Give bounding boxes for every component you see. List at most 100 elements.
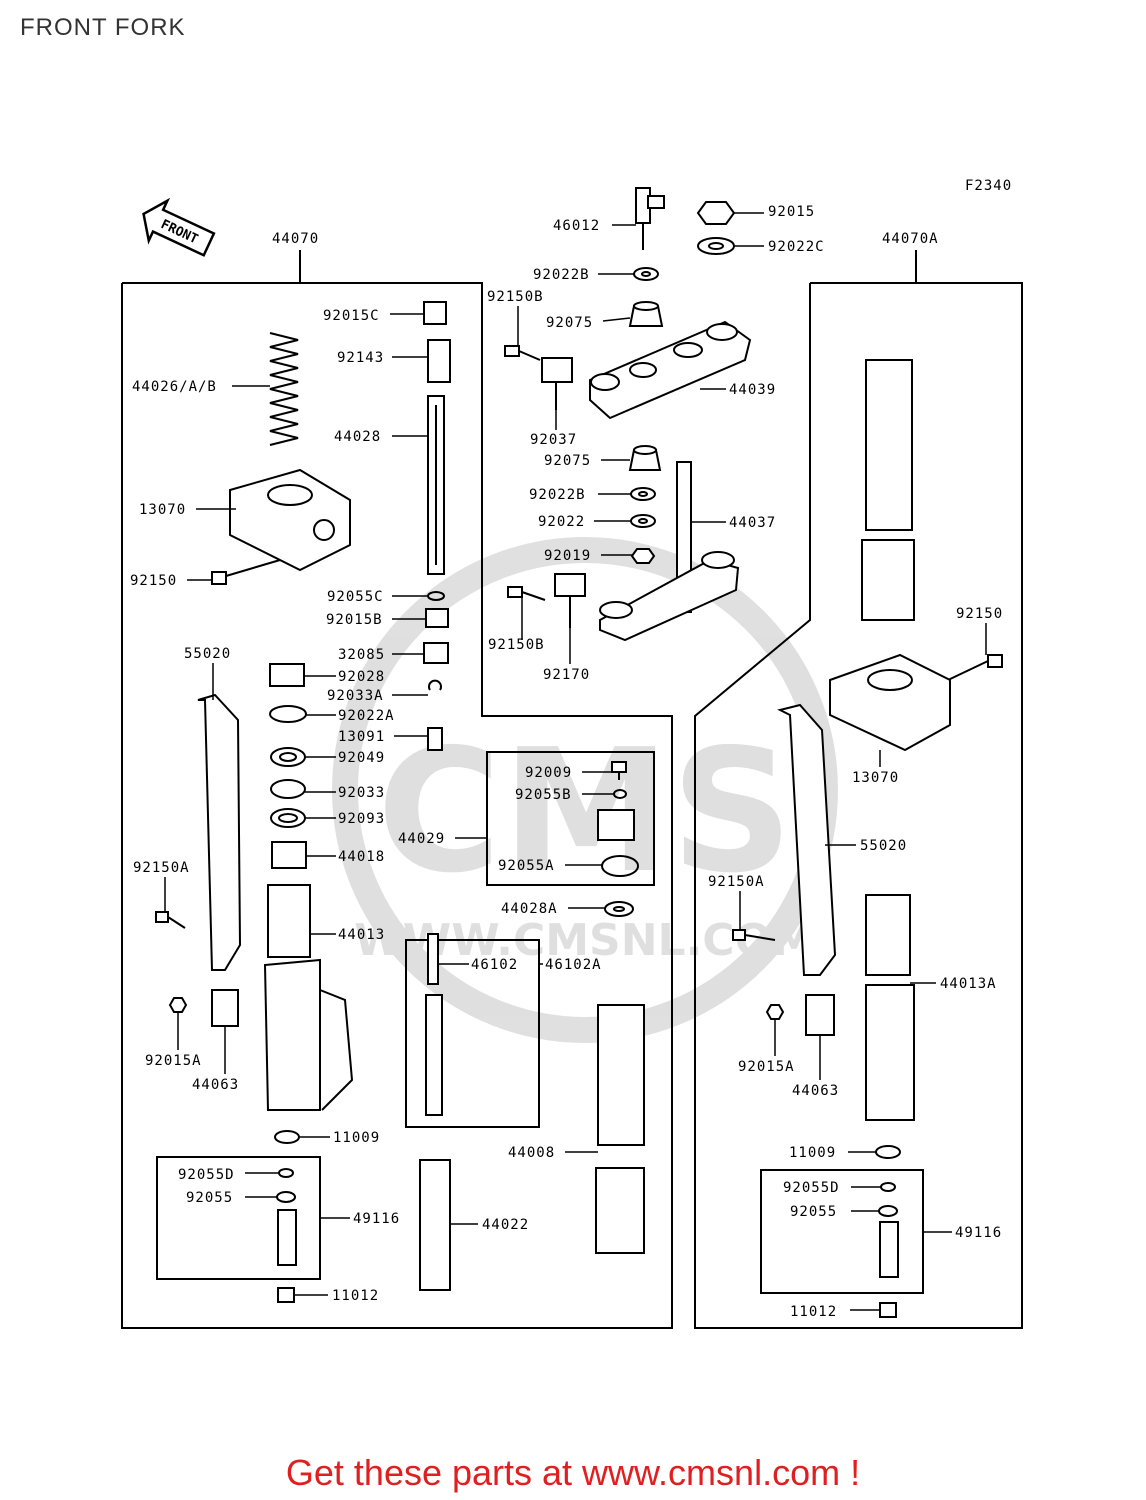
part-44063-cap-right [805, 994, 835, 1036]
part-label-44037[interactable]: 44037 [729, 515, 776, 531]
part-label-92150A_r[interactable]: 92150A [708, 874, 765, 890]
part-13070-clamp-left [229, 468, 351, 572]
part-outer-tube-left [263, 958, 354, 1111]
part-92022-washer [630, 514, 656, 528]
part-label-55020_l[interactable]: 55020 [184, 646, 231, 662]
part-44013-inner-tube [267, 884, 311, 958]
part-44018-bushing [271, 841, 307, 869]
part-label-11012_l[interactable]: 11012 [332, 1288, 379, 1304]
part-label-11009_l[interactable]: 11009 [333, 1130, 380, 1146]
part-label-92015C[interactable]: 92015C [323, 308, 380, 324]
leader-lines [164, 212, 987, 1311]
part-label-13091[interactable]: 13091 [338, 729, 385, 745]
part-label-92022B_mid[interactable]: 92022B [529, 487, 586, 503]
part-label-55020_r[interactable]: 55020 [860, 838, 907, 854]
watermark-brand: CMS [377, 713, 793, 911]
part-label-92033[interactable]: 92033 [338, 785, 385, 801]
part-fork-tube-right [861, 359, 915, 621]
part-label-11009_r[interactable]: 11009 [789, 1145, 836, 1161]
part-label-92028[interactable]: 92028 [338, 669, 385, 685]
parts-drawings [155, 187, 1003, 1318]
part-92150B-bolt-top [504, 345, 541, 361]
part-92028-bushing [269, 663, 305, 687]
part-label-46012[interactable]: 46012 [553, 218, 600, 234]
part-label-92037[interactable]: 92037 [530, 432, 577, 448]
part-label-92015A_r[interactable]: 92015A [738, 1059, 795, 1075]
part-label-92150B_mid[interactable]: 92150B [488, 637, 545, 653]
part-46012-bolt [635, 187, 665, 250]
part-label-92015[interactable]: 92015 [768, 204, 815, 220]
exploded-parts-diagram: CMS WWW.CMSNL.COM F2340 FRONT [121, 178, 1023, 1329]
part-label-92075_mid[interactable]: 92075 [544, 453, 591, 469]
group-label-left-fork: 44070 [272, 231, 319, 247]
part-label-92055B[interactable]: 92055B [515, 787, 572, 803]
part-label-92093[interactable]: 92093 [338, 811, 385, 827]
part-92015-nut [696, 201, 736, 225]
part-label-92170[interactable]: 92170 [543, 667, 590, 683]
part-label-44039[interactable]: 44039 [729, 382, 776, 398]
part-label-92055C[interactable]: 92055C [327, 589, 384, 605]
part-label-44026[interactable]: 44026/A/B [132, 379, 217, 395]
part-label-92022B_top[interactable]: 92022B [533, 267, 590, 283]
part-32085-collar [423, 642, 449, 664]
part-label-92150_r[interactable]: 92150 [956, 606, 1003, 622]
part-92150B-bolt-mid [507, 586, 546, 601]
part-label-13070_l[interactable]: 13070 [139, 502, 186, 518]
part-label-92055A[interactable]: 92055A [498, 858, 555, 874]
leader-line-92075_top [602, 317, 631, 322]
part-92019-nut [630, 548, 656, 564]
part-label-92015A_l[interactable]: 92015A [145, 1053, 202, 1069]
part-label-92075_top[interactable]: 92075 [546, 315, 593, 331]
part-label-92015B[interactable]: 92015B [326, 612, 383, 628]
part-label-92055_l[interactable]: 92055 [186, 1190, 233, 1206]
part-label-92143[interactable]: 92143 [337, 350, 384, 366]
part-label-44063_l[interactable]: 44063 [192, 1077, 239, 1093]
part-label-44018[interactable]: 44018 [338, 849, 385, 865]
part-label-92033A[interactable]: 92033A [327, 688, 384, 704]
group-label-damper-rod: 46102A [545, 957, 602, 973]
part-92075-rubber-mid [628, 445, 662, 471]
part-label-11012_r[interactable]: 11012 [790, 1304, 837, 1320]
part-92022B-washer-mid [630, 487, 656, 501]
part-label-92022[interactable]: 92022 [538, 514, 585, 530]
footer-link[interactable]: Get these parts at www.cmsnl.com ! [285, 1452, 861, 1493]
part-11009-washer-right [875, 1145, 901, 1159]
part-92055-oring-right [878, 1205, 898, 1217]
part-label-44022[interactable]: 44022 [482, 1217, 529, 1233]
part-92033A-clip [428, 679, 442, 691]
part-label-44013A[interactable]: 44013A [940, 976, 997, 992]
part-92150A-bolt-left [155, 911, 186, 929]
part-label-92150A_l[interactable]: 92150A [133, 860, 190, 876]
part-label-92055D_l[interactable]: 92055D [178, 1167, 235, 1183]
page-title: FRONT FORK [20, 14, 186, 41]
part-label-92055D_r[interactable]: 92055D [783, 1180, 840, 1196]
part-92150-bolt-left [211, 559, 281, 585]
part-label-44028[interactable]: 44028 [334, 429, 381, 445]
part-label-32085[interactable]: 32085 [338, 647, 385, 663]
part-label-13070_r[interactable]: 13070 [852, 770, 899, 786]
part-label-46102[interactable]: 46102 [471, 957, 518, 973]
part-92055D-oring-right [880, 1182, 896, 1192]
part-44037-stem-lower-clamp [599, 461, 740, 642]
part-label-92055_r[interactable]: 92055 [790, 1204, 837, 1220]
part-92015A-nut-right [765, 1004, 785, 1020]
part-11012-nut-right [879, 1302, 897, 1318]
part-label-44013[interactable]: 44013 [338, 927, 385, 943]
part-label-92150B_top[interactable]: 92150B [487, 289, 544, 305]
part-13091-plug [427, 727, 443, 751]
part-92015C-nut [423, 301, 447, 325]
part-label-92022C[interactable]: 92022C [768, 239, 825, 255]
part-label-44008[interactable]: 44008 [508, 1145, 555, 1161]
part-44029-cap [597, 809, 635, 841]
part-label-92049[interactable]: 92049 [338, 750, 385, 766]
part-label-92022A[interactable]: 92022A [338, 708, 395, 724]
part-label-92009[interactable]: 92009 [525, 765, 572, 781]
part-46102-damper-rod [425, 933, 443, 1116]
part-label-44063_r[interactable]: 44063 [792, 1083, 839, 1099]
part-92055A-oring [601, 855, 639, 877]
part-outer-tube-right [865, 984, 915, 1121]
part-92022B-washer-top [633, 267, 659, 281]
part-label-92019[interactable]: 92019 [544, 548, 591, 564]
part-label-44028A[interactable]: 44028A [501, 901, 558, 917]
part-label-92150_l[interactable]: 92150 [130, 573, 177, 589]
